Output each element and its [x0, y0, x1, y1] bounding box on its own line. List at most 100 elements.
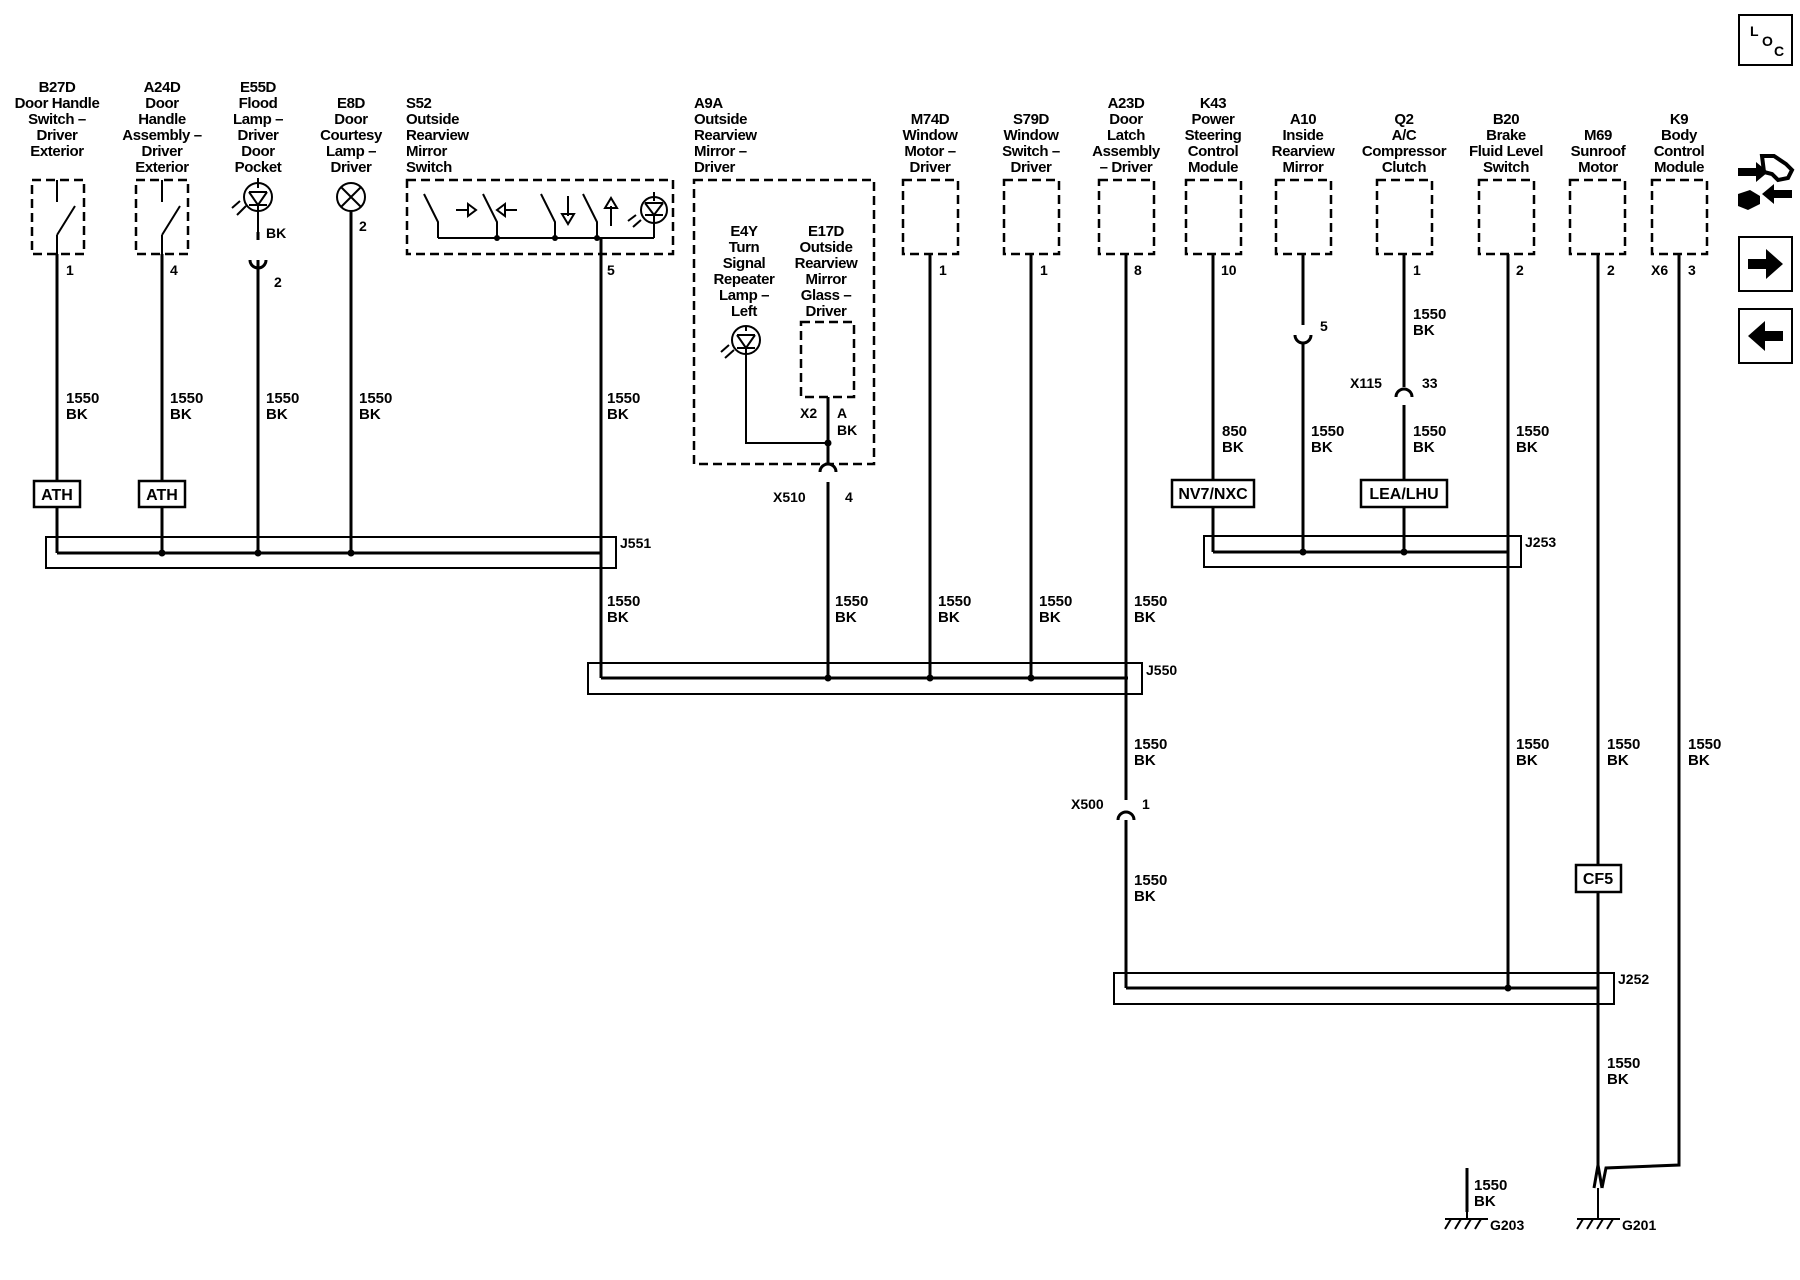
splice-labels: J551 J550 J253 J252 — [620, 534, 1649, 987]
wire-gauge: 1550 — [607, 390, 640, 407]
pin-e55d: 2 — [274, 274, 282, 290]
b20-module-box — [1477, 178, 1536, 256]
e55d-led-lamp-icon — [231, 178, 273, 232]
wire-gauge: 1550 — [1039, 593, 1072, 610]
wire-gauge: 1550 — [938, 593, 971, 610]
m74d-module-box — [901, 178, 960, 256]
x500-connector-icon — [1116, 810, 1136, 821]
e55d-wire-color: BK — [266, 225, 286, 241]
wire-color: BK — [1516, 752, 1538, 769]
q2-module-box — [1375, 178, 1434, 256]
pin-e8d: 2 — [359, 218, 367, 234]
wire-gauge: 1550 — [1516, 423, 1549, 440]
wire-gauge: 1550 — [607, 593, 640, 610]
connector-view-icon[interactable] — [1734, 150, 1796, 214]
option-ath-b27d: ATH — [41, 487, 73, 504]
option-lea-lhu: LEA/LHU — [1369, 486, 1438, 503]
previous-page-button[interactable] — [1738, 308, 1793, 364]
wires — [55, 211, 1681, 1212]
wire-gauge: 1550 — [1607, 1055, 1640, 1072]
option-ath-a24d: ATH — [146, 487, 178, 504]
wire-color: BK — [170, 406, 192, 423]
wire-color: BK — [1607, 752, 1629, 769]
wire-gauge: 1550 — [170, 390, 203, 407]
splice-j253: J253 — [1525, 534, 1556, 550]
m69-module-box — [1568, 178, 1627, 256]
pin-a10: 5 — [1320, 318, 1328, 334]
ground-g203: G203 — [1444, 1212, 1524, 1233]
e17d-connector: X2 — [800, 405, 817, 421]
x510-connector-icon — [818, 462, 838, 473]
inline-connectors — [248, 259, 1414, 821]
wire-gauge: 1550 — [1688, 736, 1721, 753]
wire-gauge: 1550 — [1134, 593, 1167, 610]
splice-j550: J550 — [1146, 662, 1177, 678]
wire-color: BK — [835, 609, 857, 626]
wire-color: BK — [1134, 752, 1156, 769]
option-cf5: CF5 — [1583, 871, 1613, 888]
wire-gauge: 1550 — [1413, 306, 1446, 323]
location-view-button[interactable]: L O C — [1738, 14, 1793, 66]
a23d-module-box — [1097, 178, 1156, 256]
wire-color: BK — [1474, 1193, 1496, 1210]
x500-label: X500 — [1071, 796, 1104, 812]
wire-gauge: 1550 — [359, 390, 392, 407]
a24d-switch-symbol — [134, 178, 190, 256]
wire-gauge: 1550 — [835, 593, 868, 610]
wire-color: BK — [1607, 1071, 1629, 1088]
s79d-module-box — [1002, 178, 1061, 256]
k9-connector: X6 — [1651, 262, 1668, 278]
wire-color: BK — [607, 406, 629, 423]
pin-m69: 2 — [1607, 262, 1615, 278]
wire-gauge: 1550 — [1516, 736, 1549, 753]
k9-module-box — [1650, 178, 1709, 256]
pin-x510: 4 — [845, 489, 853, 505]
pin-m74d: 1 — [939, 262, 947, 278]
pin-q2: 1 — [1413, 262, 1421, 278]
wire-color: BK — [1311, 439, 1333, 456]
wire-color: BK — [1688, 752, 1710, 769]
pin-a23d: 8 — [1134, 262, 1142, 278]
wire-color: BK — [1413, 439, 1435, 456]
pin-s79d: 1 — [1040, 262, 1048, 278]
ground-g201: G201 — [1576, 1188, 1656, 1233]
s52-switch-symbol — [405, 178, 675, 256]
wire-color: BK — [1413, 322, 1435, 339]
k43-module-box — [1184, 178, 1243, 256]
wire-gauge: 1550 — [1413, 423, 1446, 440]
x115-connector-icon — [1394, 387, 1414, 398]
arrow-left-icon — [1748, 321, 1783, 351]
e17d-wire-color: BK — [837, 422, 857, 438]
wire-gauge: 1550 — [1134, 872, 1167, 889]
next-page-button[interactable] — [1738, 236, 1793, 292]
wire-color: BK — [938, 609, 960, 626]
